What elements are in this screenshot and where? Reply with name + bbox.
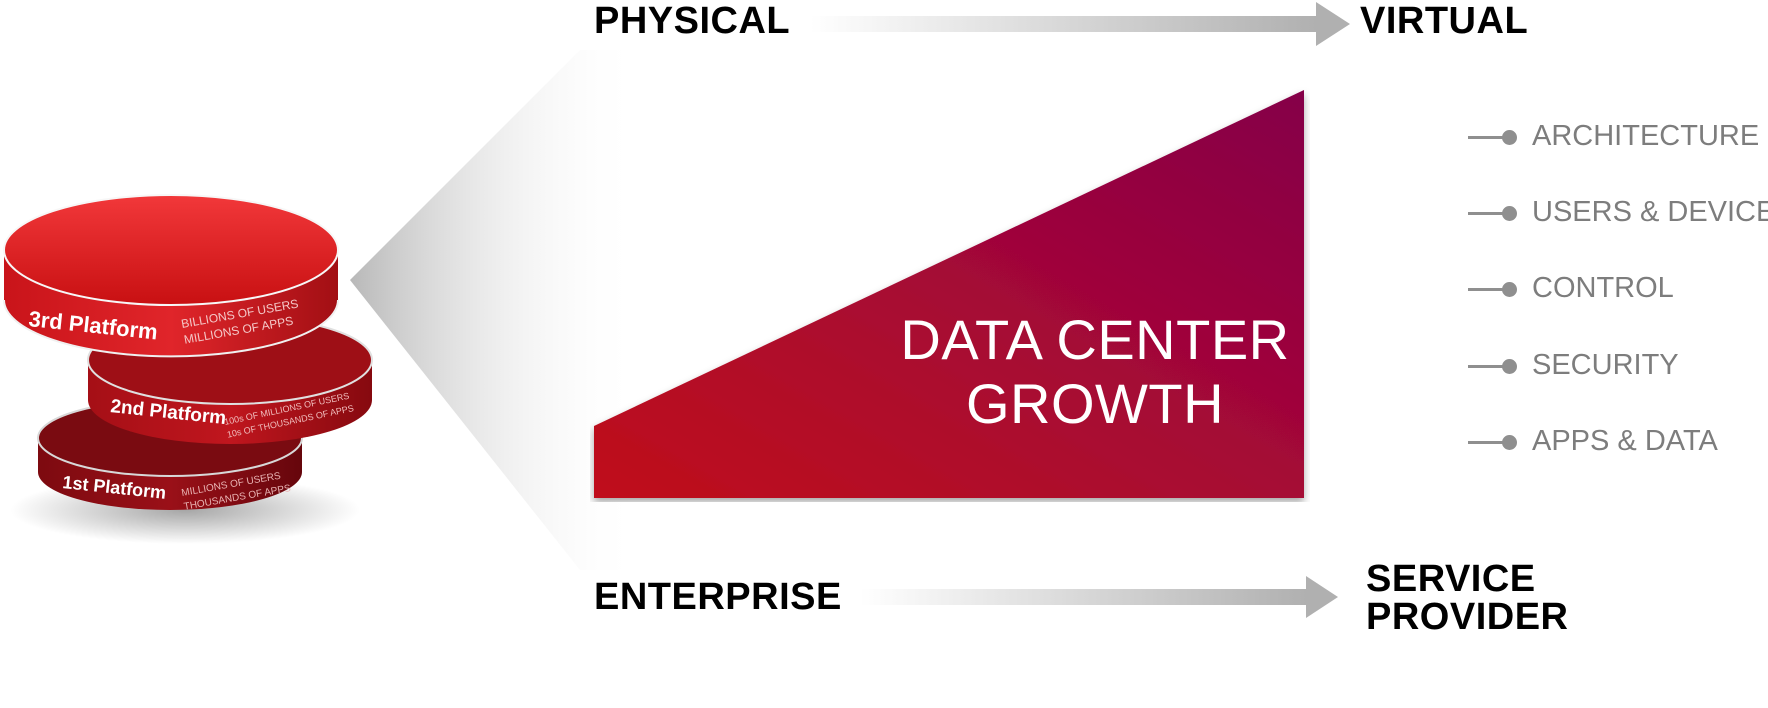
bottom-axis-left-label: ENTERPRISE — [594, 576, 842, 618]
tick-line — [1468, 136, 1506, 139]
bottom-axis-right-label: SERVICE PROVIDER — [1366, 560, 1568, 636]
bottom-axis-arrow — [860, 576, 1338, 618]
platform-stack: 3rd Platform BILLIONS OF USERS MILLIONS … — [3, 194, 373, 544]
bottom-axis-right-line1: SERVICE — [1366, 558, 1536, 600]
tick-line — [1468, 365, 1506, 368]
tick-dot — [1502, 130, 1517, 145]
growth-title: DATA CENTER GROWTH — [900, 308, 1290, 437]
funnel-backdrop — [350, 50, 640, 570]
tick-line — [1468, 212, 1506, 215]
growth-title-line1: DATA CENTER — [900, 308, 1290, 371]
data-center-growth-shape — [594, 90, 1304, 498]
growth-title-line2: GROWTH — [965, 372, 1225, 436]
top-axis-right-label: VIRTUAL — [1360, 0, 1529, 42]
top-axis-arrow — [810, 2, 1350, 46]
tick-label: CONTROL — [1532, 272, 1674, 304]
bottom-axis-right-line2: PROVIDER — [1366, 596, 1569, 638]
tick-dot — [1502, 359, 1517, 374]
tick-label: APPS & DATA — [1532, 425, 1718, 457]
top-axis-left-label: PHYSICAL — [594, 0, 791, 42]
tick-label: USERS & DEVICES — [1532, 196, 1768, 228]
tick-dot — [1502, 206, 1517, 221]
tick-line — [1468, 441, 1506, 444]
tick-label: ARCHITECTURE — [1532, 120, 1760, 152]
tick-label: SECURITY — [1532, 349, 1679, 381]
tick-line — [1468, 288, 1506, 291]
tick-dot — [1502, 282, 1517, 297]
tick-dot — [1502, 435, 1517, 450]
platform-3-disc — [3, 194, 339, 358]
